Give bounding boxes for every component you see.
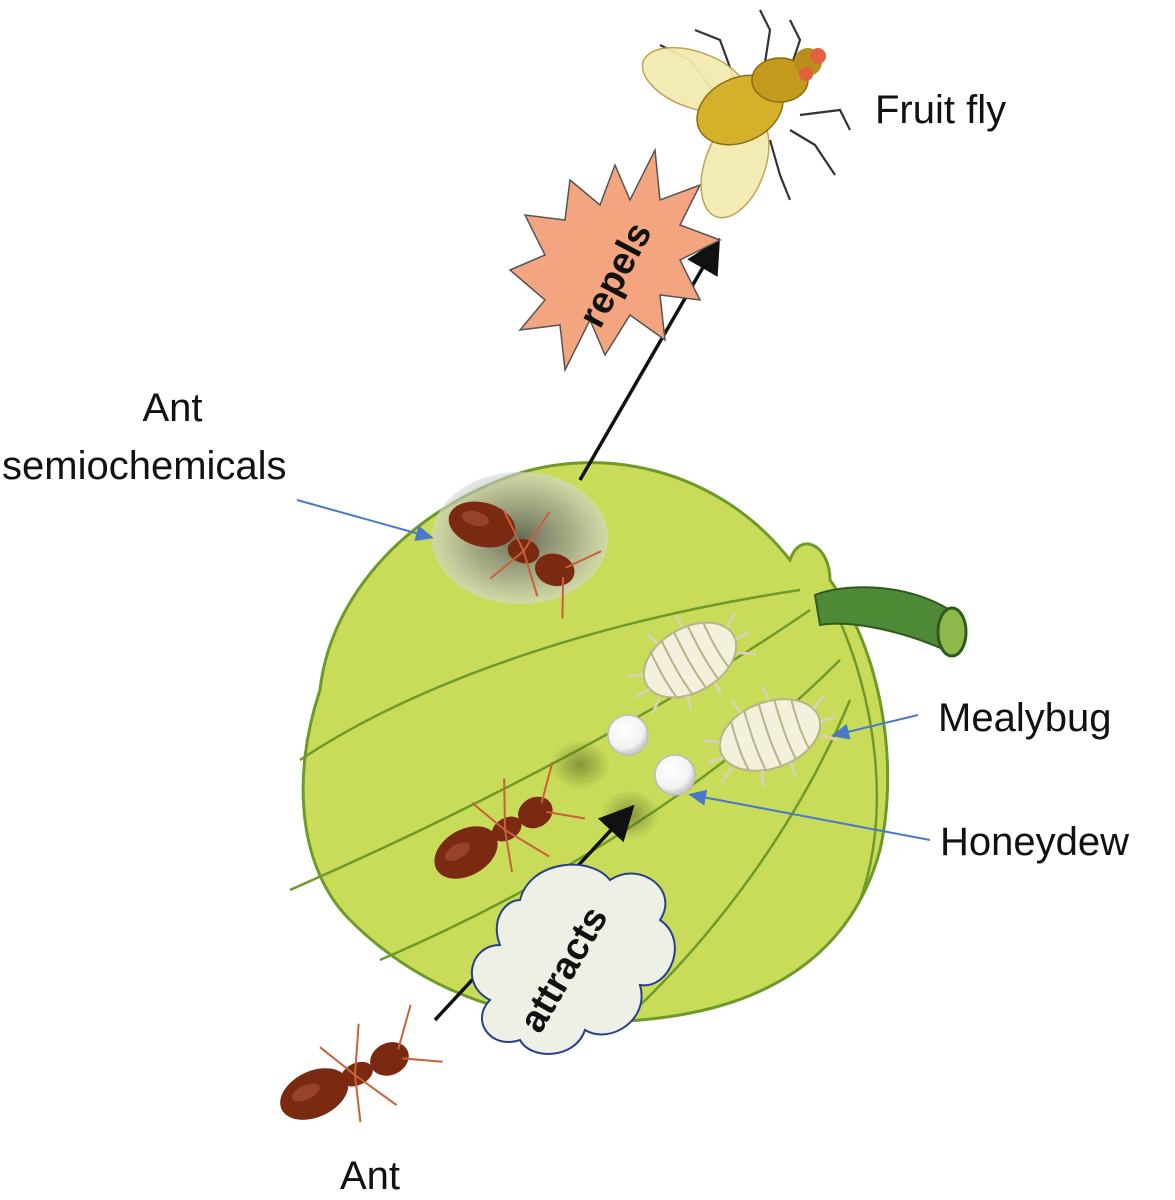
honeydew-shadow — [550, 740, 610, 790]
label-mealybug: Mealybug — [938, 696, 1112, 740]
label-honeydew: Honeydew — [940, 820, 1130, 864]
pointer-honeydew — [688, 789, 931, 841]
fly-eye — [810, 48, 826, 64]
fruit-segment-line — [299, 588, 801, 762]
pointer-mealybug — [831, 714, 919, 740]
fruit-segment-line — [828, 599, 879, 901]
label-fruit-fly: Fruit fly — [875, 88, 1007, 132]
mealybug-lower — [703, 685, 839, 787]
ant-on-fruit-middle — [434, 761, 586, 879]
stem-end — [936, 606, 968, 658]
fruit-segment-line — [289, 608, 811, 892]
fly-eye — [799, 67, 813, 81]
ant-walking — [280, 1004, 443, 1123]
attracts-cloud — [471, 863, 676, 1055]
mealybug-upper — [627, 612, 757, 715]
label-ant: Ant — [340, 1154, 401, 1198]
honeydew-drop — [654, 754, 696, 796]
fruit-segment-line — [629, 699, 852, 1016]
label-ant-semiochemicals-line2: semiochemicals — [2, 444, 287, 488]
pointer-semiochemicals — [296, 499, 434, 541]
ant-on-fruit-top — [448, 501, 602, 619]
fruit-fly — [641, 9, 851, 219]
honeydew-drop — [607, 714, 649, 756]
fruit-body — [301, 461, 890, 1024]
repels-burst — [508, 147, 722, 373]
label-ant-semiochemicals-line1: Ant — [142, 386, 203, 430]
semiochemical-zone — [432, 472, 608, 604]
